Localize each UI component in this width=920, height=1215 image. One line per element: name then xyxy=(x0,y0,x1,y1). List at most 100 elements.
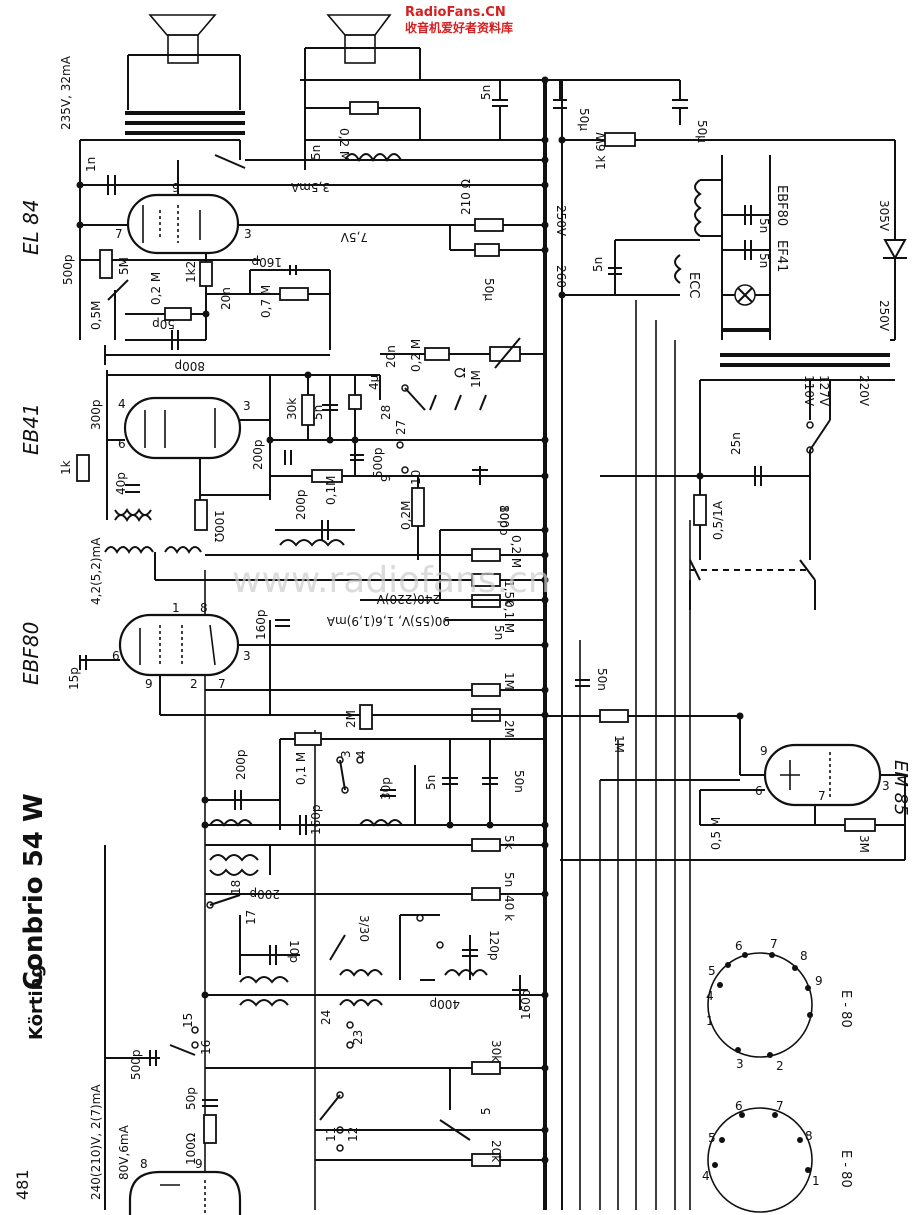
pin-number: 6 xyxy=(112,649,120,663)
component-label: 40 k xyxy=(502,895,516,921)
socket-pin: 1 xyxy=(812,1174,820,1188)
voltage-rf-aux: 80V,6mA xyxy=(117,1124,131,1180)
switch-contact: 18 xyxy=(229,880,243,895)
switch-contact: 28 xyxy=(379,405,393,420)
voltage-el84-supply: 235V, 32mA xyxy=(59,55,73,130)
component-label: 100p xyxy=(497,505,511,536)
component-label: 1k 6W xyxy=(594,132,608,170)
component-label: 5n xyxy=(424,775,438,790)
pin-number: 7 xyxy=(818,789,826,803)
output-stage xyxy=(80,14,896,240)
component-label: 160p xyxy=(309,804,323,835)
pin-number: 9 xyxy=(760,744,768,758)
component-label: 50n xyxy=(595,668,609,691)
component-label: 0,5/1A xyxy=(711,500,725,540)
component-label: 1,5k xyxy=(502,580,516,606)
component-label: 10 xyxy=(409,470,423,485)
pin-number: 6 xyxy=(755,784,763,798)
component-label: 5M xyxy=(117,257,131,275)
component-label: 500p xyxy=(129,1049,143,1080)
switch-contact: 17 xyxy=(244,910,258,925)
pin-number: 3 xyxy=(243,399,251,413)
switch-contact: 4 xyxy=(354,750,368,758)
heater-label-ef41: EF41 xyxy=(774,240,789,272)
pin-number: 3 xyxy=(882,779,890,793)
socket-pin: 9 xyxy=(815,974,823,988)
tube-ebf80 xyxy=(79,613,590,722)
component-label: 5n xyxy=(757,218,771,233)
component-label: 1M xyxy=(502,672,516,690)
pin-number: 8 xyxy=(140,1157,148,1171)
component-label: 1M xyxy=(469,370,483,388)
switch-contact: 5 xyxy=(479,1107,493,1115)
component-label: 20n xyxy=(384,345,398,368)
voltage-ebf80-supply: 4,2(5,2)mA xyxy=(89,537,103,605)
title-model: Conbrio 54 W xyxy=(19,793,49,990)
rf-section xyxy=(105,914,545,1167)
pin-number: 6 xyxy=(118,437,126,451)
component-label: Ω xyxy=(453,367,469,378)
component-label: 5n xyxy=(492,625,506,640)
switch-contact: 9 xyxy=(379,474,393,482)
watermark-site-cn: 收音机爱好者资料库 xyxy=(405,20,513,35)
page-number: 481 xyxy=(13,1169,32,1200)
component-label: 50µ xyxy=(577,108,591,131)
switch-contact: 16 xyxy=(199,1040,213,1055)
pin-number: 7 xyxy=(115,227,123,241)
component-label: 200p xyxy=(251,439,265,470)
component-label: 120p xyxy=(487,930,501,961)
component-label: 1n xyxy=(84,157,98,172)
voltage-127: 127V xyxy=(817,375,831,407)
if-stage xyxy=(104,520,545,621)
component-label: 1k2 xyxy=(184,261,198,283)
component-label: 800p xyxy=(174,359,205,373)
voltage-rail-250: 250V xyxy=(554,205,568,237)
heater-label-ebf80: EBF80 xyxy=(774,185,789,226)
component-label: 30k xyxy=(489,1040,503,1062)
socket-pin: 5 xyxy=(708,1131,716,1145)
watermark-center: www.radiofans.cn xyxy=(232,560,551,601)
voltage-220: 220V xyxy=(857,375,871,407)
volume-tone-switch xyxy=(379,337,545,560)
power-supply xyxy=(562,155,907,610)
socket-pin: 3 xyxy=(736,1057,744,1071)
voltage-el84-current: 3,5mA xyxy=(290,180,330,194)
component-label: 3M xyxy=(857,835,871,853)
component-label: 160p xyxy=(251,255,282,269)
junction-dots xyxy=(76,76,744,1164)
socket-pin: 8 xyxy=(800,949,808,963)
tube-label-eb41: EB41 xyxy=(19,403,43,455)
socket-pin: 4 xyxy=(702,1169,710,1183)
component-label: 0,5M xyxy=(89,301,103,330)
component-label: 3/30 xyxy=(357,915,371,942)
title-maker: Körting xyxy=(26,965,47,1040)
tube-label-ebf80: EBF80 xyxy=(19,622,43,685)
component-label: 0,2 M xyxy=(409,339,423,372)
voltage-ebf80-screen: 240(220)V xyxy=(376,592,440,606)
pin-number: 3 xyxy=(243,649,251,663)
component-label: 20n xyxy=(219,287,233,310)
voltage-el84-grid: 7,5V xyxy=(340,230,368,244)
socket-pinout-bottom xyxy=(707,1107,813,1213)
pin-number: 9 xyxy=(145,677,153,691)
socket-pin: 7 xyxy=(770,937,778,951)
component-label: 5n xyxy=(757,253,771,268)
switch-contact: 24 xyxy=(319,1010,333,1025)
component-label: 50p xyxy=(152,317,175,331)
component-label: 0,7 M xyxy=(259,285,273,318)
component-label: 5n xyxy=(502,872,516,887)
socket-pin: 6 xyxy=(735,1099,743,1113)
switch-contact: 23 xyxy=(351,1030,365,1045)
watermarks: RadioFans.CN 收音机爱好者资料库 www.radiofans.cn xyxy=(232,5,551,601)
voltage-rail-260: 260 xyxy=(554,265,568,288)
tube-el84 xyxy=(80,160,545,257)
tube-eb41 xyxy=(76,374,545,531)
pin-number: 3 xyxy=(244,227,252,241)
socket-pin: 7 xyxy=(776,1099,784,1113)
component-label: 0,1M xyxy=(324,476,338,505)
component-label: 50n xyxy=(512,770,526,793)
voltage-rf-supply: 240(210)V, 2(7)mA xyxy=(89,1084,103,1200)
component-label: 5n xyxy=(591,257,605,272)
pin-number: 8 xyxy=(200,601,208,615)
